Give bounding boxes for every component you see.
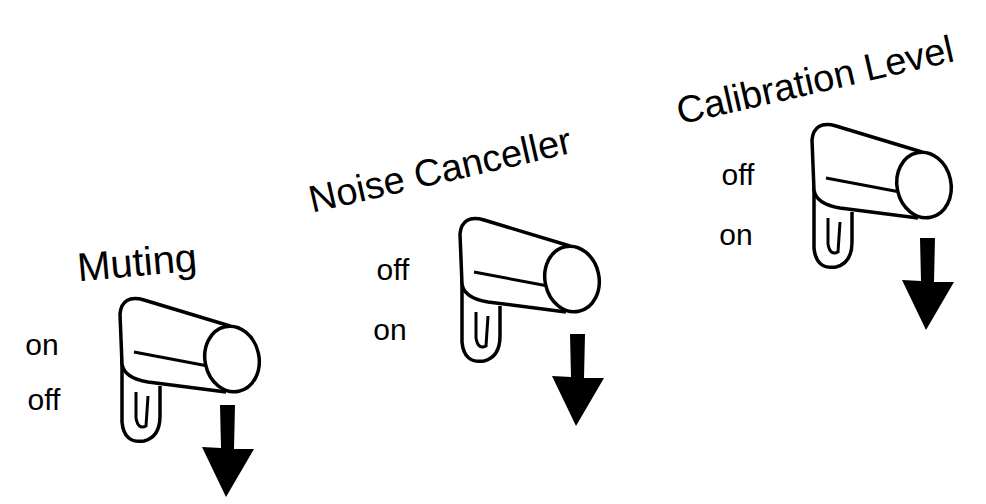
- toggle-switch: [120, 299, 265, 442]
- position-label: on: [25, 330, 58, 360]
- toggle-switch: [812, 125, 957, 268]
- position-label: off: [377, 255, 410, 285]
- position-label: on: [719, 220, 752, 250]
- position-label: off: [28, 385, 61, 415]
- down-arrow: [202, 405, 254, 497]
- position-label: off: [722, 160, 755, 190]
- switch-title: Calibration Level: [673, 30, 957, 131]
- down-arrow: [902, 238, 954, 330]
- position-label: on: [373, 315, 406, 345]
- switch-title: Muting: [75, 237, 198, 287]
- switch-title: Noise Canceller: [305, 121, 575, 218]
- down-arrow: [552, 334, 604, 426]
